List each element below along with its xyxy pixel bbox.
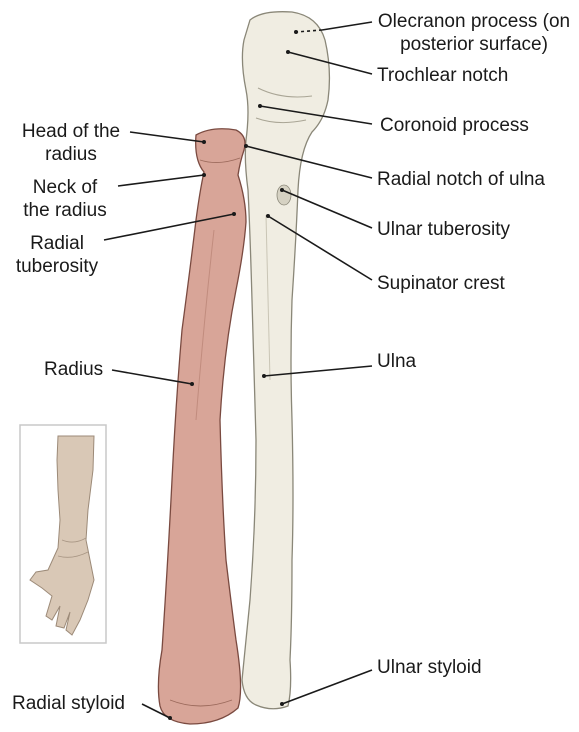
leader-head-radius (130, 132, 204, 142)
label-ulnar-styloid: Ulnar styloid (377, 656, 482, 679)
label-radial-tuberosity: Radial tuberosity (14, 232, 100, 278)
label-radial-tuberosity-line2: tuberosity (14, 255, 100, 278)
radius-shape (158, 129, 246, 724)
dot-supinator-crest (266, 214, 270, 218)
label-head-radius-line1: Head of the (14, 120, 128, 143)
label-radius: Radius (44, 358, 103, 381)
label-supinator-crest: Supinator crest (377, 272, 505, 295)
dot-radius (190, 382, 194, 386)
leader-ulnar-styloid (282, 670, 372, 704)
label-radial-styloid: Radial styloid (12, 692, 125, 715)
ulnar-tuberosity-mark (277, 185, 291, 205)
dot-neck-radius (202, 173, 206, 177)
label-ulna: Ulna (377, 350, 416, 373)
label-head-of-radius: Head of the radius (14, 120, 128, 166)
dot-olecranon (294, 30, 298, 34)
ulna-bone (242, 12, 329, 709)
label-ulnar-tuberosity: Ulnar tuberosity (377, 218, 510, 241)
dot-ulnar-tuberosity (280, 188, 284, 192)
label-coronoid-process: Coronoid process (380, 114, 529, 137)
label-radial-tuberosity-line1: Radial (14, 232, 100, 255)
dot-ulna (262, 374, 266, 378)
label-neck-radius-line1: Neck of (14, 176, 116, 199)
leader-lines (104, 22, 372, 718)
inset-forearm-hand (20, 425, 106, 643)
dot-ulnar-styloid (280, 702, 284, 706)
dot-radial-notch (244, 144, 248, 148)
label-head-radius-line2: radius (14, 143, 128, 166)
leader-olecranon (322, 22, 372, 30)
radius-bone (158, 129, 246, 724)
dot-trochlear (286, 50, 290, 54)
label-neck-radius-line2: the radius (14, 199, 116, 222)
label-olecranon-line1: Olecranon process (on (376, 10, 572, 33)
dot-radial-styloid (168, 716, 172, 720)
label-radial-notch: Radial notch of ulna (377, 168, 545, 191)
label-trochlear-notch: Trochlear notch (377, 64, 508, 87)
label-olecranon-line2: posterior surface) (376, 33, 572, 56)
dot-head-radius (202, 140, 206, 144)
ulna-shape (242, 12, 329, 709)
dot-radial-tuberosity (232, 212, 236, 216)
label-olecranon-process: Olecranon process (on posterior surface) (376, 10, 572, 56)
dot-coronoid (258, 104, 262, 108)
label-neck-of-radius: Neck of the radius (14, 176, 116, 222)
leader-neck-radius (118, 175, 204, 186)
